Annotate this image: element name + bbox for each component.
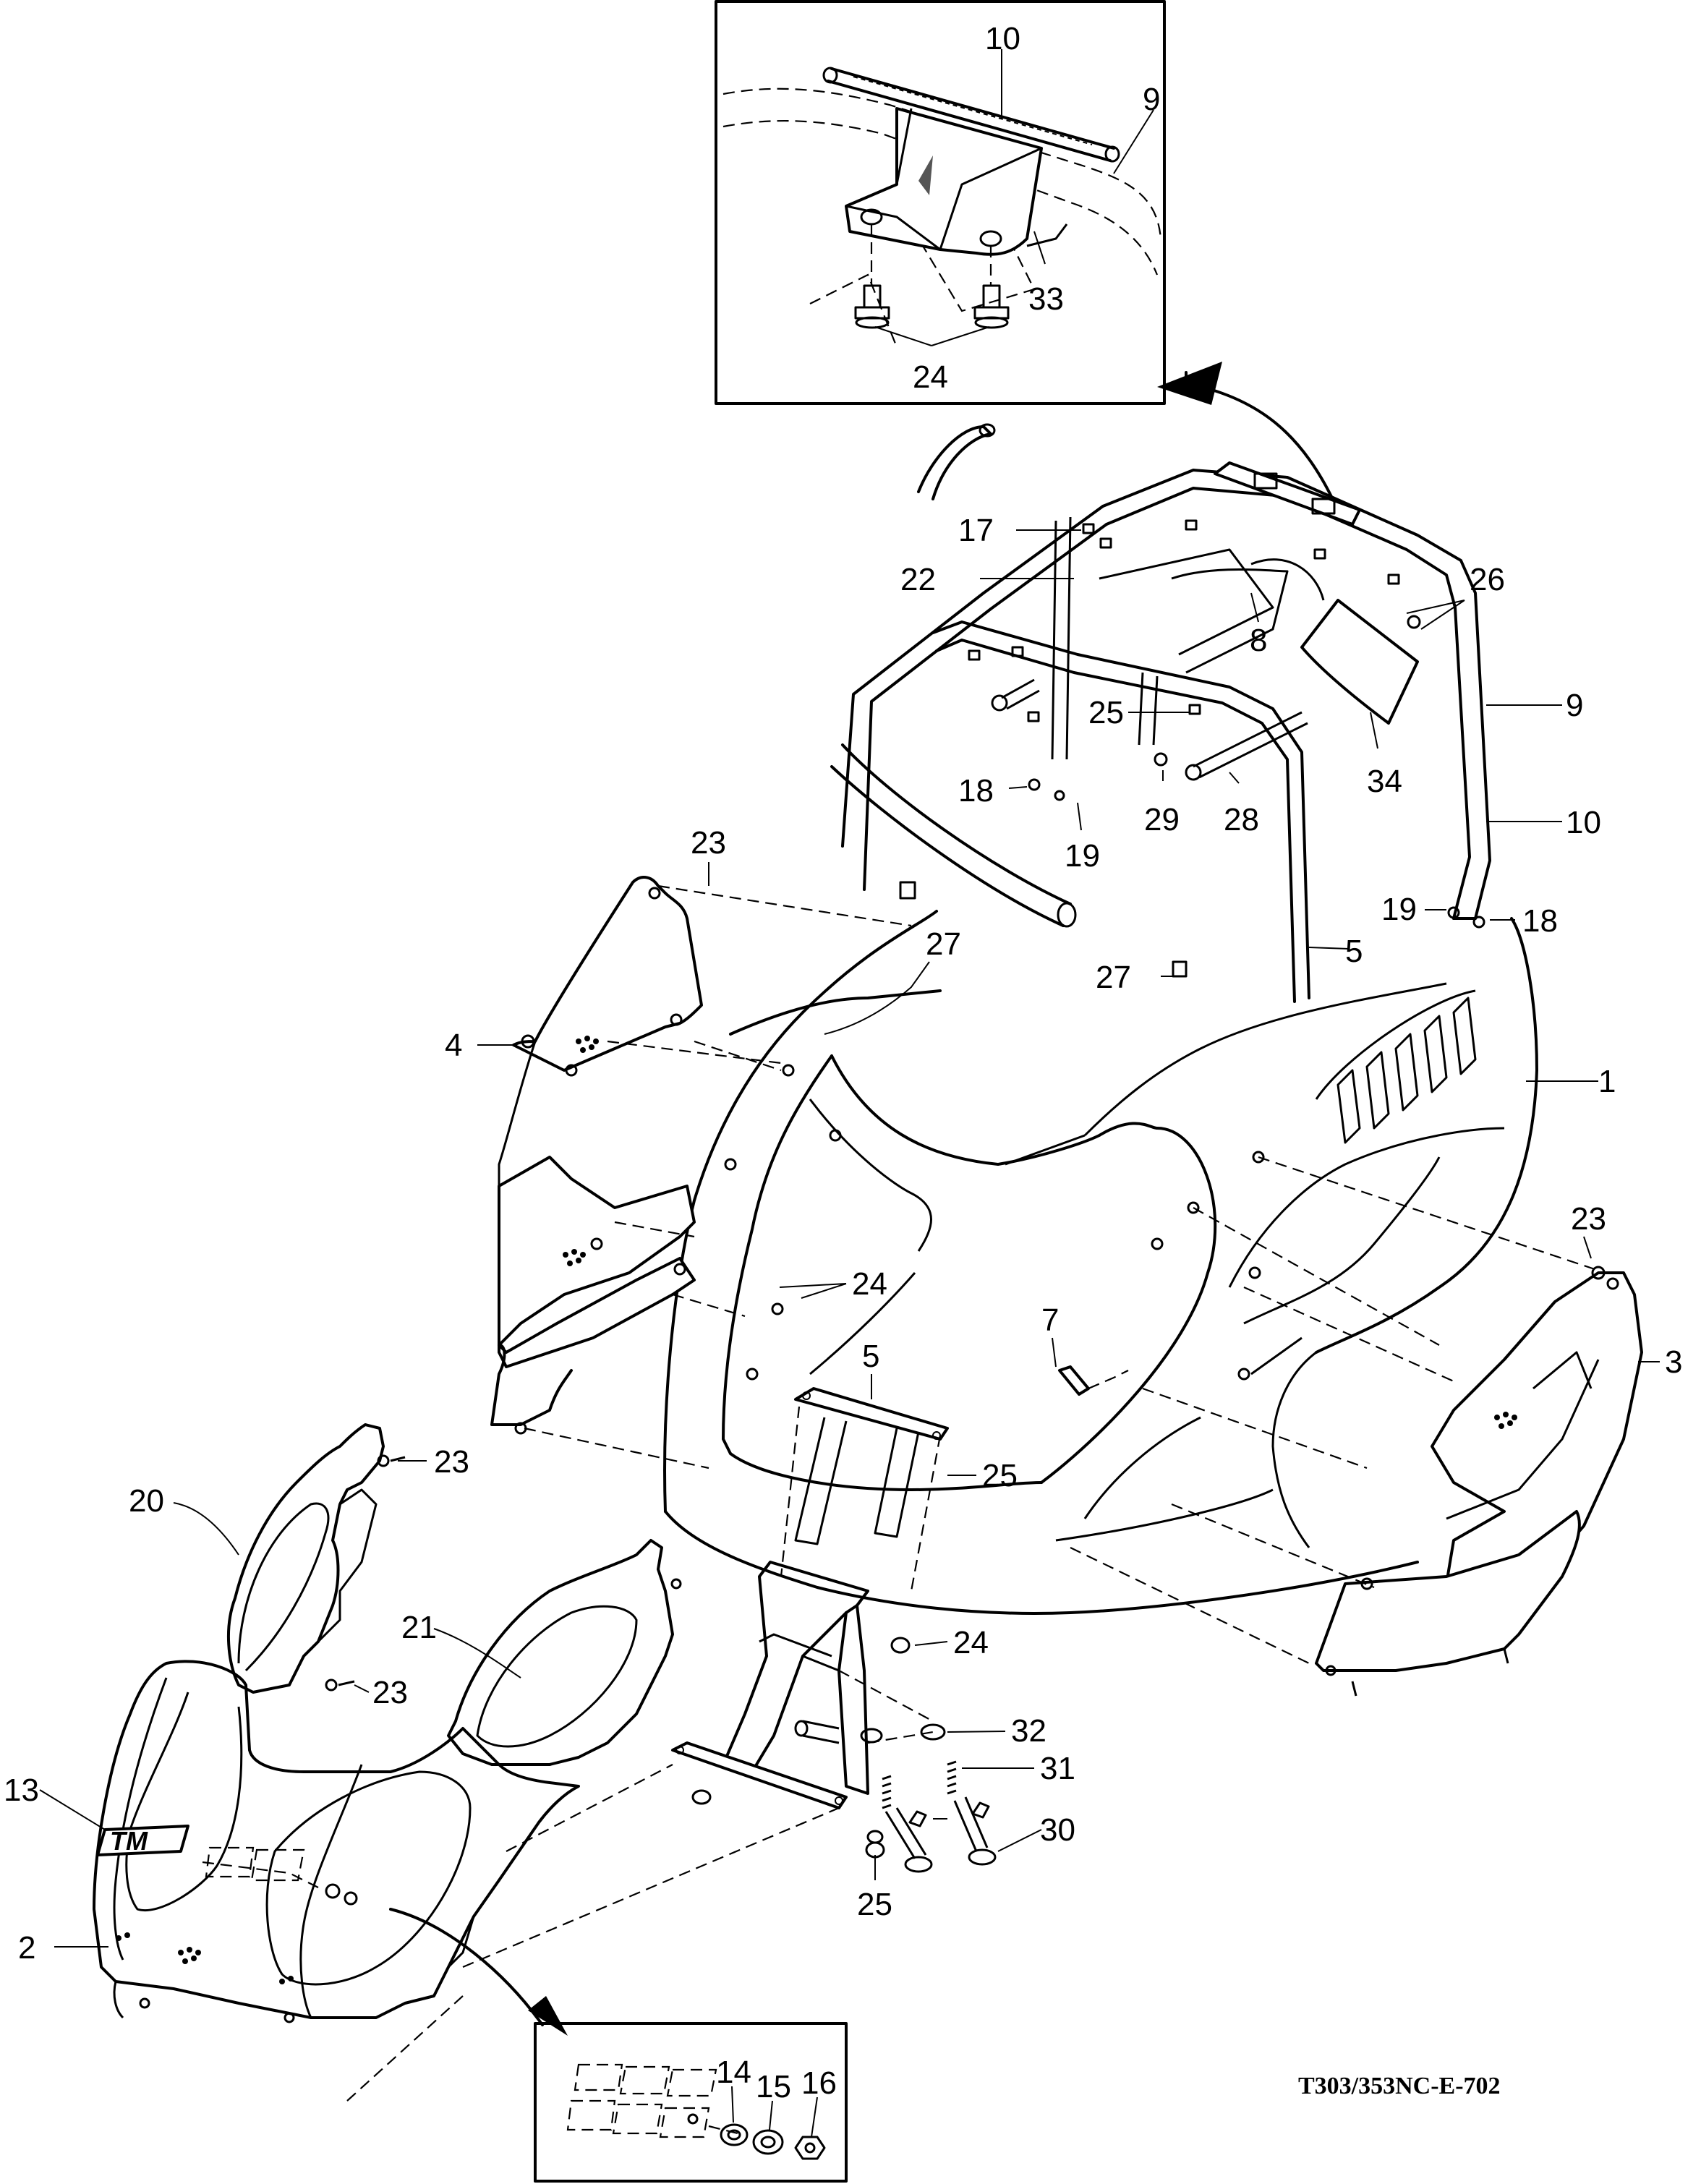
side-panel-4: [490, 876, 703, 1435]
callout-34: 34: [1367, 764, 1402, 799]
callout-24-inset: 24: [913, 359, 948, 395]
callout-8: 8: [1250, 623, 1267, 658]
nose-cowl: TM: [93, 1660, 580, 2023]
inset-badge-hardware: [534, 2022, 848, 2183]
callout-21: 21: [401, 1610, 437, 1645]
callout-20: 20: [129, 1483, 164, 1519]
callout-9-inset: 9: [1143, 82, 1160, 117]
side-panel-3: [1315, 1266, 1643, 1697]
mount-strip-5: [794, 1387, 949, 1545]
callout-23-right: 23: [1571, 1201, 1606, 1237]
callout-30: 30: [1040, 1812, 1075, 1848]
callout-10-inset: 10: [985, 21, 1020, 56]
inset-bracket-detail: [715, 0, 1166, 405]
callout-18-left: 18: [958, 773, 994, 809]
callout-16: 16: [801, 2065, 837, 2101]
callout-14: 14: [716, 2055, 751, 2090]
callout-19-left: 19: [1065, 838, 1100, 874]
leader-lines: [39, 529, 1660, 2138]
callout-3: 3: [1665, 1344, 1682, 1380]
headlight-20: [226, 1423, 385, 1694]
callout-23-left: 23: [691, 825, 726, 861]
panel-3-guides: [1070, 1156, 1595, 1664]
callout-5-mid: 5: [862, 1339, 879, 1374]
callout-26: 26: [1470, 562, 1505, 597]
callout-24-low: 24: [953, 1625, 989, 1660]
callout-25-mid: 25: [982, 1458, 1018, 1493]
callout-17: 17: [958, 513, 994, 548]
callout-27-mid: 27: [1096, 960, 1131, 995]
callout-4: 4: [445, 1028, 462, 1063]
callout-32: 32: [1011, 1713, 1046, 1749]
callout-1: 1: [1598, 1064, 1616, 1099]
callout-27-top: 27: [926, 926, 961, 962]
callout-22: 22: [900, 562, 936, 597]
callout-10: 10: [1566, 805, 1601, 840]
callout-24-mid: 24: [852, 1266, 887, 1302]
cowl-guides: [346, 1764, 840, 2102]
callout-33: 33: [1028, 281, 1064, 317]
callout-5-top: 5: [1345, 934, 1363, 969]
callout-29: 29: [1144, 802, 1180, 837]
badge-tm: TM: [96, 1825, 189, 1856]
detail-arrow: [1157, 362, 1336, 504]
document-code: T303/353NC-E-702: [1298, 2073, 1501, 2099]
callout-23-headlight-1: 23: [434, 1444, 469, 1480]
svg-text:TM: TM: [110, 1826, 148, 1856]
headlight-21: [447, 1539, 682, 1766]
callout-18-right: 18: [1522, 903, 1558, 939]
callout-19-right: 19: [1381, 892, 1417, 927]
panel-4-guides: [524, 884, 912, 1469]
callout-23-headlight-2: 23: [372, 1675, 408, 1710]
bracket-7: [1058, 1365, 1129, 1396]
callout-2: 2: [18, 1930, 35, 1966]
upper-frame: [830, 423, 1491, 1003]
callout-28: 28: [1224, 802, 1259, 837]
callout-25-top: 25: [1088, 695, 1124, 730]
callout-25-low: 25: [857, 1887, 892, 1922]
headlight-screws: [325, 1454, 406, 1692]
callout-31: 31: [1040, 1751, 1075, 1786]
lower-center-bracket: [671, 1406, 997, 1873]
callout-15: 15: [756, 2069, 791, 2104]
callout-13: 13: [4, 1773, 39, 1808]
hood-panel: [663, 910, 1538, 1615]
callout-7: 7: [1041, 1302, 1059, 1338]
callout-labels: 10 9 33 24 17 22 26 8 9 25 34 18 29 28 1…: [4, 21, 1682, 2104]
badge-detail-arrow: [389, 1908, 568, 2036]
callout-9: 9: [1566, 688, 1583, 723]
